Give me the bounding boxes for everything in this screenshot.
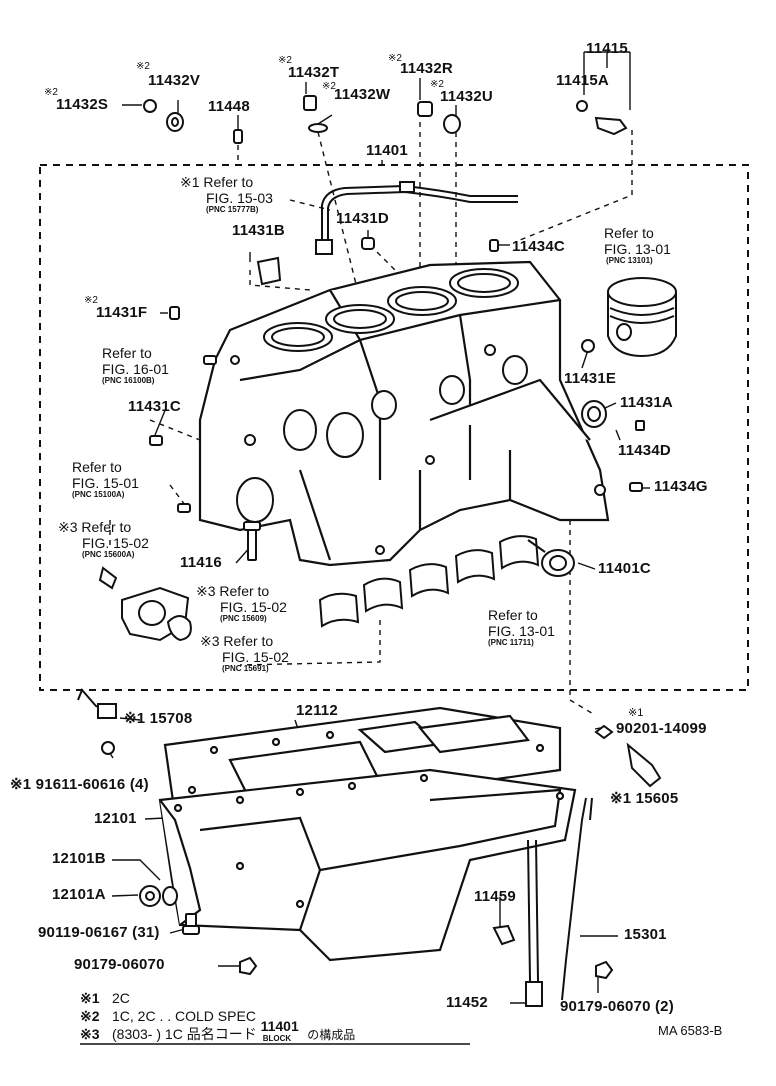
ref-15-02b-fig: FIG. 15-02 (220, 599, 287, 615)
ref-16-01-fig: FIG. 16-01 (102, 361, 169, 377)
part-11434C: 11434C (512, 238, 565, 255)
part-11415A: 11415A (556, 72, 609, 89)
ref-15-02a-head: ※3 Refer to (58, 519, 132, 535)
part-15605: ※1 15605 (610, 790, 679, 807)
part-11432T: 11432T (288, 64, 340, 81)
ref-15-02b-pnc: (PNC 15609) (220, 614, 267, 623)
ref-16-01-pnc: (PNC 16100B) (102, 376, 155, 385)
part-12101B: 12101B (52, 850, 106, 867)
legend-mark-1: ※1 (80, 990, 100, 1006)
block-bosses (230, 344, 606, 555)
part-11432V: 11432V (148, 72, 201, 89)
main-bearings (318, 535, 575, 628)
mark-11431F: ※2 (84, 295, 98, 306)
part-11431E: 11431E (564, 370, 617, 387)
part-11459: 11459 (474, 888, 516, 905)
part-11432W: 11432W (334, 86, 391, 103)
ref-15-03-pnc: (PNC 15777B) (206, 205, 259, 214)
piston (607, 277, 677, 358)
mark-11432R: ※2 (388, 53, 402, 64)
mark-11432W: ※2 (322, 81, 336, 92)
part-11401: 11401 (366, 142, 408, 159)
part-11431F: 11431F (96, 304, 148, 321)
mark-11432V: ※2 (136, 61, 150, 72)
mark-11432T: ※2 (278, 55, 292, 66)
ref-16-01-head: Refer to (102, 345, 152, 361)
ref-13-01b-head: Refer to (488, 607, 538, 623)
part-11434G: 11434G (654, 478, 708, 495)
part-12101A: 12101A (52, 886, 106, 903)
ref-15-01-fig: FIG. 15-01 (72, 475, 139, 491)
legend-code: 11401 (260, 1018, 299, 1034)
part-11431D: 11431D (336, 210, 389, 227)
drain-plug-and-bolts (139, 724, 662, 980)
part-11431A: 11431A (620, 394, 673, 411)
mark-11432U: ※2 (430, 79, 444, 90)
part-11432S: 11432S (56, 96, 109, 113)
legend-text-1: 2C (112, 990, 130, 1006)
assembly-frame (39, 164, 749, 691)
part-15301: 15301 (624, 926, 667, 943)
part-11415: 11415 (586, 40, 628, 57)
ref-15-01-pnc: (PNC 15100A) (72, 490, 125, 499)
legend-row-1: ※1 2C (80, 990, 130, 1006)
mark-11432S: ※2 (44, 87, 58, 98)
ref-13-01b-fig: FIG. 13-01 (488, 623, 555, 639)
oil-pan (158, 768, 577, 962)
ref-15-02c-head: ※3 Refer to (200, 633, 274, 649)
part-11432R: 11432R (400, 60, 453, 77)
oil-level-gauge-guide (315, 181, 518, 255)
legend-code-sub: BLOCK (262, 1034, 292, 1043)
legend-text-2: 1C, 2C . . COLD SPEC (112, 1008, 256, 1024)
part-11401C: 11401C (598, 560, 651, 577)
part-15708: ※1 15708 (124, 710, 193, 727)
part-90201-14099: 90201-14099 (616, 720, 707, 737)
legend-tail: の構成品 (307, 1028, 356, 1042)
part-11432U: 11432U (440, 88, 493, 105)
part-90179-06070-b: 90179-06070 (2) (560, 998, 674, 1015)
part-90119-06167: 90119-06167 (31) (38, 924, 160, 941)
drawing-code: MA 6583-B (658, 1023, 723, 1038)
ref-15-02a-fig: FIG. 15-02 (82, 535, 149, 551)
part-11448: 11448 (208, 98, 250, 115)
oil-dipstick (492, 797, 593, 1007)
cylinder-bores (263, 268, 519, 352)
mark-90201: ※1 (628, 707, 644, 719)
ref-13-01-pnc: (PNC 13101) (606, 256, 653, 265)
ref-15-02a-pnc: (PNC 15600A) (82, 550, 135, 559)
legend-mark-3: ※3 (80, 1026, 100, 1042)
legend-text-3: (8303- ) 1C 品名コード (112, 1026, 257, 1042)
top-fittings (143, 95, 628, 144)
part-11431C: 11431C (128, 398, 181, 415)
part-11452: 11452 (446, 994, 488, 1011)
leader-lines (107, 51, 650, 1004)
ref-13-01-head: Refer to (604, 225, 654, 241)
part-91611-60616: ※1 91611-60616 (4) (10, 776, 149, 793)
plugs-and-pins (149, 237, 645, 561)
part-12101: 12101 (94, 810, 137, 827)
part-11434D: 11434D (618, 442, 671, 459)
ref-13-01b-pnc: (PNC 11711) (488, 638, 534, 647)
oil-level-sensor (77, 688, 117, 755)
part-12112: 12112 (296, 702, 338, 719)
ref-15-02c-fig: FIG. 15-02 (222, 649, 289, 665)
part-11416: 11416 (180, 554, 222, 571)
ref-13-01-fig: FIG. 13-01 (604, 241, 671, 257)
ref-15-03-fig: FIG. 15-03 (206, 190, 273, 206)
ref-15-02b-head: ※3 Refer to (196, 583, 270, 599)
ref-15-03-head: ※1 Refer to (180, 174, 254, 190)
oil-pump-parts (98, 566, 192, 642)
legend-row-2: ※2 1C, 2C . . COLD SPEC (80, 1008, 256, 1024)
part-11431B: 11431B (232, 222, 285, 239)
legend-mark-2: ※2 (80, 1008, 100, 1024)
part-90179-06070-a: 90179-06070 (74, 956, 165, 973)
legend-row-3: ※3 (8303- ) 1C 品名コード 11401BLOCK の構成品 (80, 1018, 356, 1045)
ref-15-01-head: Refer to (72, 459, 122, 475)
ref-15-02c-pnc: (PNC 15691) (222, 664, 269, 673)
